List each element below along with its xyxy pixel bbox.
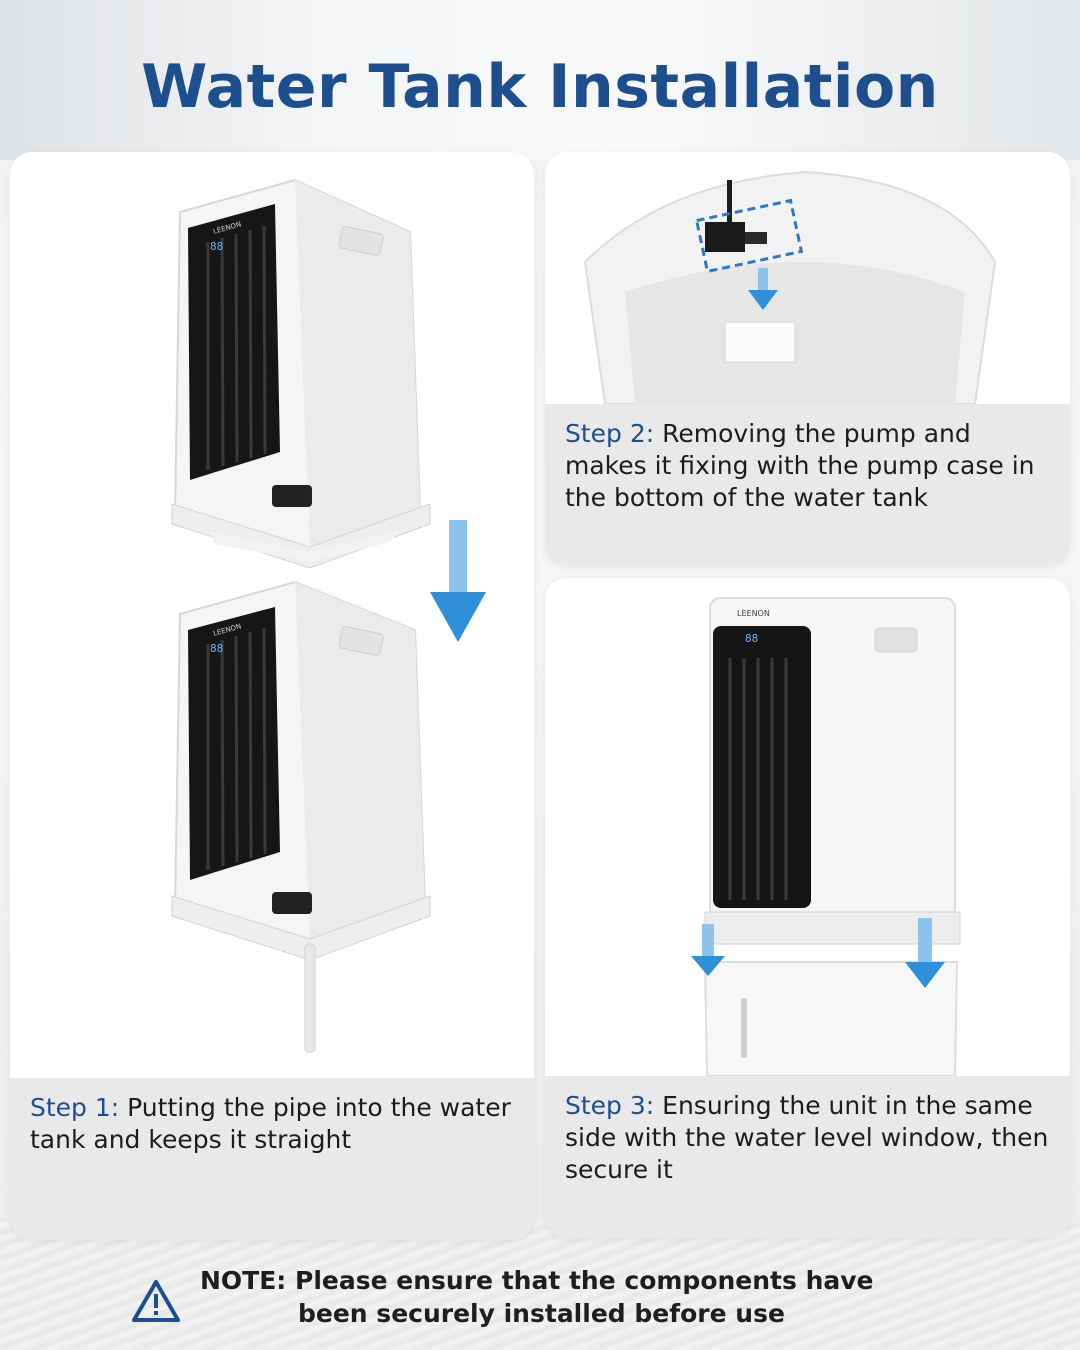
note-text: NOTE: Please ensure that the components … (200, 1264, 940, 1330)
step-3-illustration: LEENON 88 (691, 597, 961, 1076)
step-3-panel: LEENON 88 Step 3: Ensuring the unit in t… (545, 578, 1070, 1238)
brand-text-step3: LEENON (737, 609, 770, 618)
display-digits-lower: 88 (210, 642, 223, 655)
step-3-caption: Step 3: Ensuring the unit in the same si… (545, 1076, 1070, 1238)
down-arrow-icon (748, 268, 778, 310)
warning-icon (132, 1280, 180, 1322)
step-2-text: Removing the pump and makes it fixing wi… (565, 419, 1035, 512)
background-window (0, 0, 1080, 160)
note-label: NOTE: (200, 1266, 287, 1295)
step-1-illustration: LEENON 88 LEENON 88 (171, 178, 486, 1053)
cooler-unit-lower: LEENON 88 (171, 580, 431, 1053)
note-section: NOTE: Please ensure that the components … (130, 1264, 930, 1334)
step-3-text: Ensuring the unit in the same side with … (565, 1091, 1049, 1184)
pump-icon (694, 180, 804, 274)
water-tank (703, 961, 959, 1076)
down-arrow-icon (691, 924, 725, 976)
step-2-label: Step 2: (565, 419, 655, 448)
step-1-text: Putting the pipe into the water tank and… (30, 1093, 511, 1154)
note-line-1: Please ensure that the components have (295, 1266, 874, 1295)
step-2-illustration (583, 170, 997, 404)
step-3-label: Step 3: (565, 1091, 655, 1120)
note-line-2: been securely installed before use (298, 1299, 785, 1328)
display-digits-step3: 88 (745, 632, 758, 645)
down-arrow-icon (430, 520, 486, 642)
step-2-panel: Step 2: Removing the pump and makes it f… (545, 152, 1070, 566)
page-title: Water Tank Installation (141, 52, 939, 122)
display-digits-upper: 88 (210, 240, 223, 253)
step-1-panel: LEENON 88 LEENON 88 (10, 152, 534, 1240)
step-1-label: Step 1: (30, 1093, 120, 1122)
down-arrow-icon (905, 918, 945, 988)
cooler-unit-upper: LEENON 88 (171, 178, 431, 569)
background-floor (0, 1220, 1080, 1350)
step-2-caption: Step 2: Removing the pump and makes it f… (545, 404, 1070, 566)
step-1-caption: Step 1: Putting the pipe into the water … (10, 1078, 534, 1240)
cooler-unit-top: LEENON 88 (704, 597, 961, 945)
